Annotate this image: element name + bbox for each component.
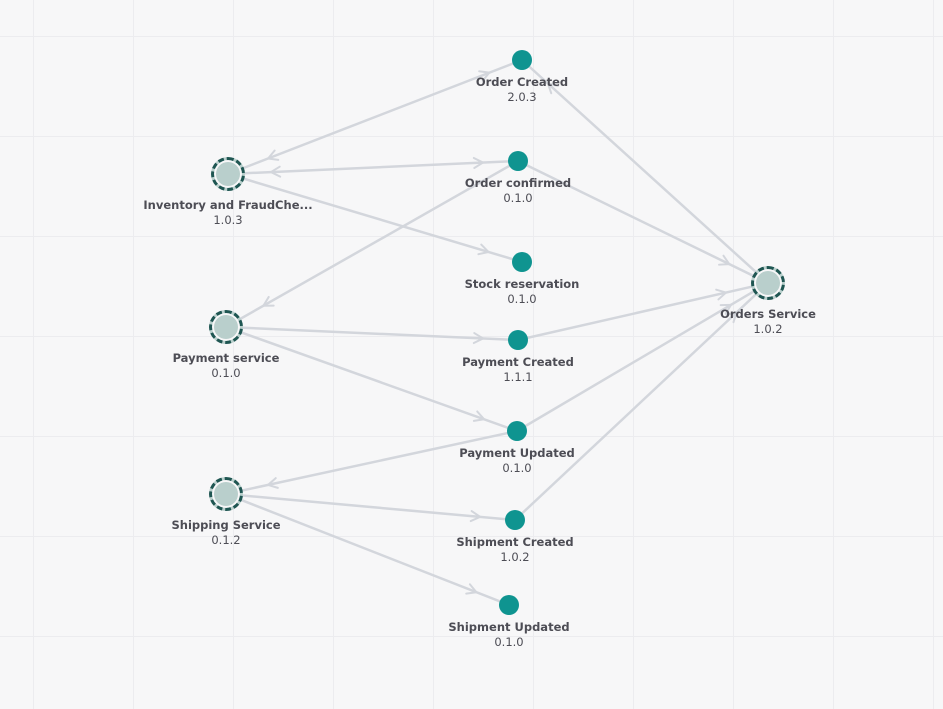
edge-arrowhead-end-1 (472, 156, 485, 169)
node-name: Orders Service (720, 307, 816, 321)
node-name: Payment Updated (459, 446, 575, 460)
node-version: 1.0.2 (753, 322, 783, 336)
edge-payment-service-to-payment-created[interactable] (225, 325, 519, 342)
edge-arrowhead-start-1 (269, 165, 282, 178)
edge-arrowhead-end-9 (546, 82, 559, 95)
node-version: 0.1.0 (494, 635, 524, 649)
node-name: Shipment Updated (448, 620, 570, 634)
node-name: Shipping Service (171, 518, 281, 532)
edge-arrowhead-start-0 (267, 149, 280, 161)
node-name: Order confirmed (464, 176, 572, 190)
edge-shipment-created-to-orders-service[interactable] (514, 282, 769, 521)
service-ring-icon[interactable] (211, 157, 245, 191)
edge-payment-service-to-payment-updated[interactable] (225, 325, 518, 433)
edge-inventory-service-to-order-created[interactable] (227, 58, 523, 176)
event-dot-icon[interactable] (512, 50, 532, 70)
edge-arrowhead-end-6 (267, 477, 279, 489)
event-dot-icon[interactable] (499, 595, 519, 615)
edge-arrowhead-end-2 (477, 243, 490, 256)
node-version: 0.1.0 (503, 191, 533, 205)
event-dot-icon[interactable] (507, 421, 527, 441)
node-name: Payment Created (462, 355, 574, 369)
node-version: 1.0.2 (500, 550, 530, 564)
edge-arrowhead-end-12 (719, 303, 732, 315)
event-dot-icon[interactable] (505, 510, 525, 530)
node-version: 0.1.0 (502, 461, 532, 475)
edge-inventory-service-to-stock-reservation[interactable] (227, 172, 523, 264)
edge-orders-service-to-order-created[interactable] (521, 59, 769, 284)
node-name: Inventory and FraudChe... (143, 198, 313, 212)
event-dot-icon[interactable] (512, 252, 532, 272)
node-version: 0.1.2 (211, 533, 241, 547)
node-label: Inventory and FraudChe...1.0.3 (118, 198, 338, 228)
service-ring-icon[interactable] (751, 266, 785, 300)
edge-payment-updated-to-shipping-service[interactable] (225, 429, 518, 496)
node-name: Payment service (172, 351, 280, 365)
node-version: 1.1.1 (503, 370, 533, 384)
edge-shipping-service-to-shipment-updated[interactable] (225, 492, 510, 607)
edge-arrowhead-end-13 (725, 311, 738, 324)
edge-shipping-service-to-shipment-created[interactable] (225, 492, 516, 522)
event-dot-icon[interactable] (508, 151, 528, 171)
node-version: 2.0.3 (507, 90, 537, 104)
edge-arrowhead-end-3 (262, 295, 275, 307)
node-version: 0.1.0 (211, 366, 241, 380)
edge-order-confirmed-to-payment-service[interactable] (225, 159, 519, 329)
edge-arrowhead-end-0 (478, 70, 491, 82)
edge-arrowhead-end-11 (715, 288, 728, 301)
edge-arrowhead-end-10 (718, 254, 731, 266)
event-dot-icon[interactable] (508, 330, 528, 350)
edge-arrowhead-end-8 (465, 583, 478, 595)
edge-arrowhead-end-4 (472, 332, 485, 345)
service-ring-icon[interactable] (209, 477, 243, 511)
node-version: 1.0.3 (213, 213, 243, 227)
edge-arrowhead-end-5 (472, 410, 486, 422)
service-ring-icon[interactable] (209, 310, 243, 344)
edge-inventory-service-to-order-confirmed[interactable] (227, 159, 519, 176)
edge-payment-updated-to-orders-service[interactable] (516, 281, 769, 433)
node-name: Order Created (475, 75, 569, 89)
node-name: Shipment Created (456, 535, 574, 549)
edge-order-confirmed-to-orders-service[interactable] (517, 159, 769, 285)
node-name: Stock reservation (464, 277, 580, 291)
edge-arrowhead-end-7 (469, 510, 482, 523)
node-version: 0.1.0 (507, 292, 537, 306)
